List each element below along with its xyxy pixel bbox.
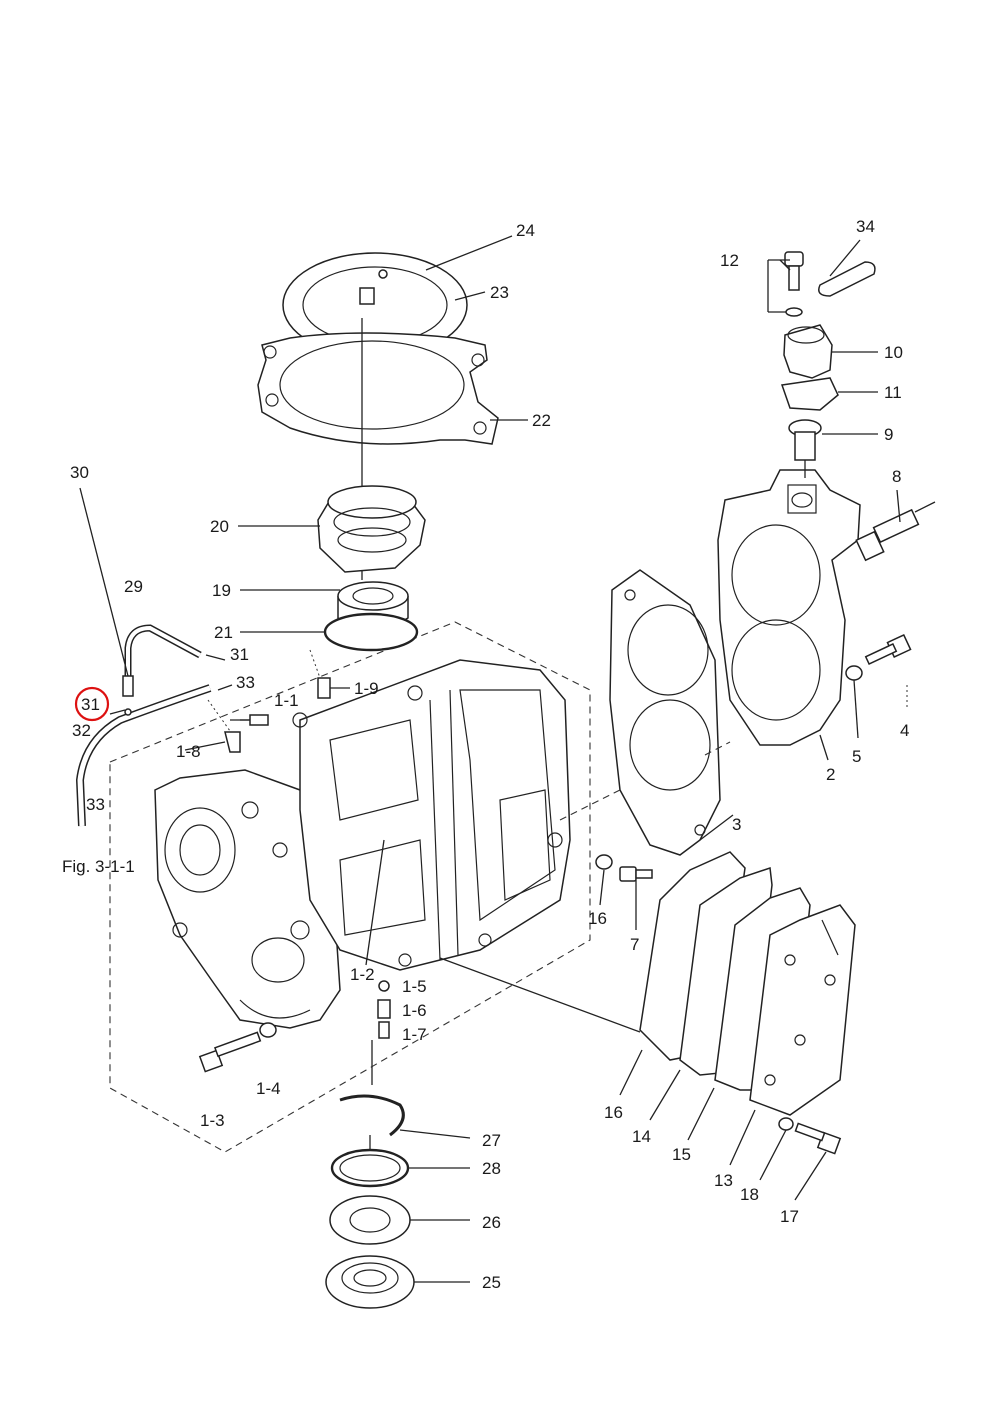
part-27-circlip <box>339 1094 405 1137</box>
label-10: 10 <box>884 343 903 362</box>
label-5: 5 <box>852 747 861 766</box>
part-21-o-ring <box>323 612 419 652</box>
label-3: 3 <box>732 815 741 834</box>
label-25: 25 <box>482 1273 501 1292</box>
part-32-hose <box>75 684 212 827</box>
part-18-washer <box>778 1117 794 1131</box>
part-28-ring <box>330 1148 410 1188</box>
part-5-washer <box>845 665 863 681</box>
part-7-bolt <box>619 866 653 882</box>
leader-lines <box>109 235 901 1283</box>
label-1-4: 1-4 <box>256 1079 281 1098</box>
label-13: 13 <box>714 1171 733 1190</box>
part-2-cylinder-head <box>717 469 861 746</box>
label-20: 20 <box>210 517 229 536</box>
label-19: 19 <box>212 581 231 600</box>
part-11-gasket <box>780 377 839 411</box>
label-15: 15 <box>672 1145 691 1164</box>
part-12-bolt <box>784 251 804 317</box>
part-1-8-elbow <box>224 731 241 753</box>
part-1-7-screw <box>378 1021 390 1039</box>
part-25-seal <box>325 1255 415 1309</box>
label-1-2: 1-2 <box>350 965 375 984</box>
label-30: 30 <box>70 463 89 482</box>
part-34-pin <box>818 261 876 297</box>
label-9: 9 <box>884 425 893 444</box>
label-7: 7 <box>630 935 639 954</box>
part-4-bolt <box>864 633 912 665</box>
label-1-9: 1-9 <box>354 679 379 698</box>
part-1-9-fitting <box>317 677 331 699</box>
part-9-thermostat <box>788 419 822 478</box>
part-31-clip <box>124 708 132 716</box>
part-6-washer <box>595 854 613 870</box>
part-23-cover-ring <box>282 252 468 358</box>
label-1-8: 1-8 <box>176 742 201 761</box>
label-33-upper: 33 <box>236 673 255 692</box>
part-1-4-washer <box>259 1022 277 1038</box>
fig-reference: Fig. 3-1-1 <box>62 857 135 876</box>
label-11: 11 <box>884 383 902 402</box>
part-20-seal-housing <box>317 485 426 573</box>
part-8-sensor <box>855 501 936 562</box>
part-22-mounting-plate <box>257 332 499 445</box>
part-1-5-ball <box>378 980 390 992</box>
label-16-lower: 16 <box>604 1103 623 1122</box>
part-1-6-spring <box>377 999 391 1019</box>
label-1-3: 1-3 <box>200 1111 225 1130</box>
label-1-1: 1-1 <box>274 691 299 710</box>
part-26-seal <box>329 1195 411 1245</box>
part-labels: 24 23 22 20 19 21 30 29 31 33 1-9 1-1 31… <box>62 217 909 1292</box>
part-1-3-bolt <box>198 1031 262 1073</box>
label-31-upper: 31 <box>230 645 249 664</box>
label-18: 18 <box>740 1185 759 1204</box>
label-16-upper: 16 <box>588 909 607 928</box>
part-13-exhaust-cover <box>749 904 856 1116</box>
label-12: 12 <box>720 251 739 270</box>
label-17: 17 <box>780 1207 799 1226</box>
highlight-circle-31 <box>74 686 110 722</box>
crankcase-block <box>154 659 571 1029</box>
label-28: 28 <box>482 1159 501 1178</box>
label-1-6: 1-6 <box>402 1001 427 1020</box>
label-2: 2 <box>826 765 835 784</box>
label-23: 23 <box>490 283 509 302</box>
label-21: 21 <box>214 623 233 642</box>
label-4: 4 <box>900 721 909 740</box>
label-14: 14 <box>632 1127 651 1146</box>
label-29: 29 <box>124 577 143 596</box>
part-29-hose <box>122 624 202 697</box>
label-1-7: 1-7 <box>402 1025 427 1044</box>
label-22: 22 <box>532 411 551 430</box>
label-32: 32 <box>72 721 91 740</box>
label-8: 8 <box>892 467 901 486</box>
label-33-lower: 33 <box>86 795 105 814</box>
label-31-highlighted: 31 <box>81 695 100 714</box>
part-10-thermostat-cover <box>783 324 833 379</box>
label-24: 24 <box>516 221 535 240</box>
label-26: 26 <box>482 1213 501 1232</box>
crankcase-assembly-outline <box>109 621 591 1153</box>
part-17-bolt <box>794 1122 842 1155</box>
part-3-head-gasket <box>609 569 721 856</box>
label-27: 27 <box>482 1131 501 1150</box>
label-1-5: 1-5 <box>402 977 427 996</box>
label-34: 34 <box>856 217 875 236</box>
